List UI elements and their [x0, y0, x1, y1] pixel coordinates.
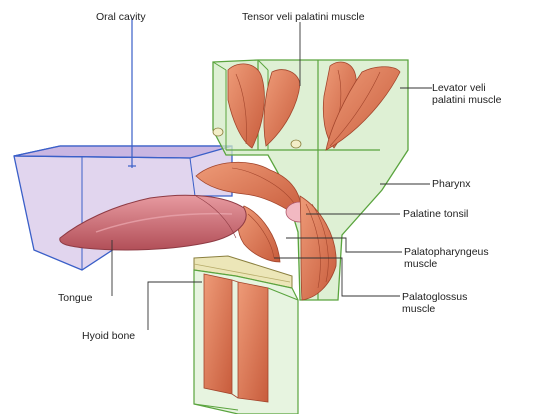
- label-levator-line1: Levator veli: [432, 82, 501, 94]
- label-levator-veli-palatini: Levator veli palatini muscle: [432, 82, 501, 106]
- label-pharynx: Pharynx: [432, 178, 471, 190]
- label-tensor-veli-palatini: Tensor veli palatini muscle: [242, 11, 365, 23]
- hamulus-right: [291, 140, 301, 148]
- label-palatine-tonsil: Palatine tonsil: [403, 208, 468, 220]
- label-tongue: Tongue: [58, 292, 92, 304]
- hamulus-left: [213, 128, 223, 136]
- label-palatopharyngeus-line1: Palatopharyngeus: [404, 246, 489, 258]
- label-hyoid-bone: Hyoid bone: [82, 330, 135, 342]
- label-levator-line2: palatini muscle: [432, 94, 501, 106]
- label-palatoglossus-line2: muscle: [402, 303, 467, 315]
- label-palatopharyngeus-line2: muscle: [404, 258, 489, 270]
- lower-pharynx-box: [194, 270, 298, 414]
- label-palatopharyngeus: Palatopharyngeus muscle: [404, 246, 489, 270]
- label-palatoglossus: Palatoglossus muscle: [402, 291, 467, 315]
- label-oral-cavity: Oral cavity: [96, 11, 146, 23]
- label-palatoglossus-line1: Palatoglossus: [402, 291, 467, 303]
